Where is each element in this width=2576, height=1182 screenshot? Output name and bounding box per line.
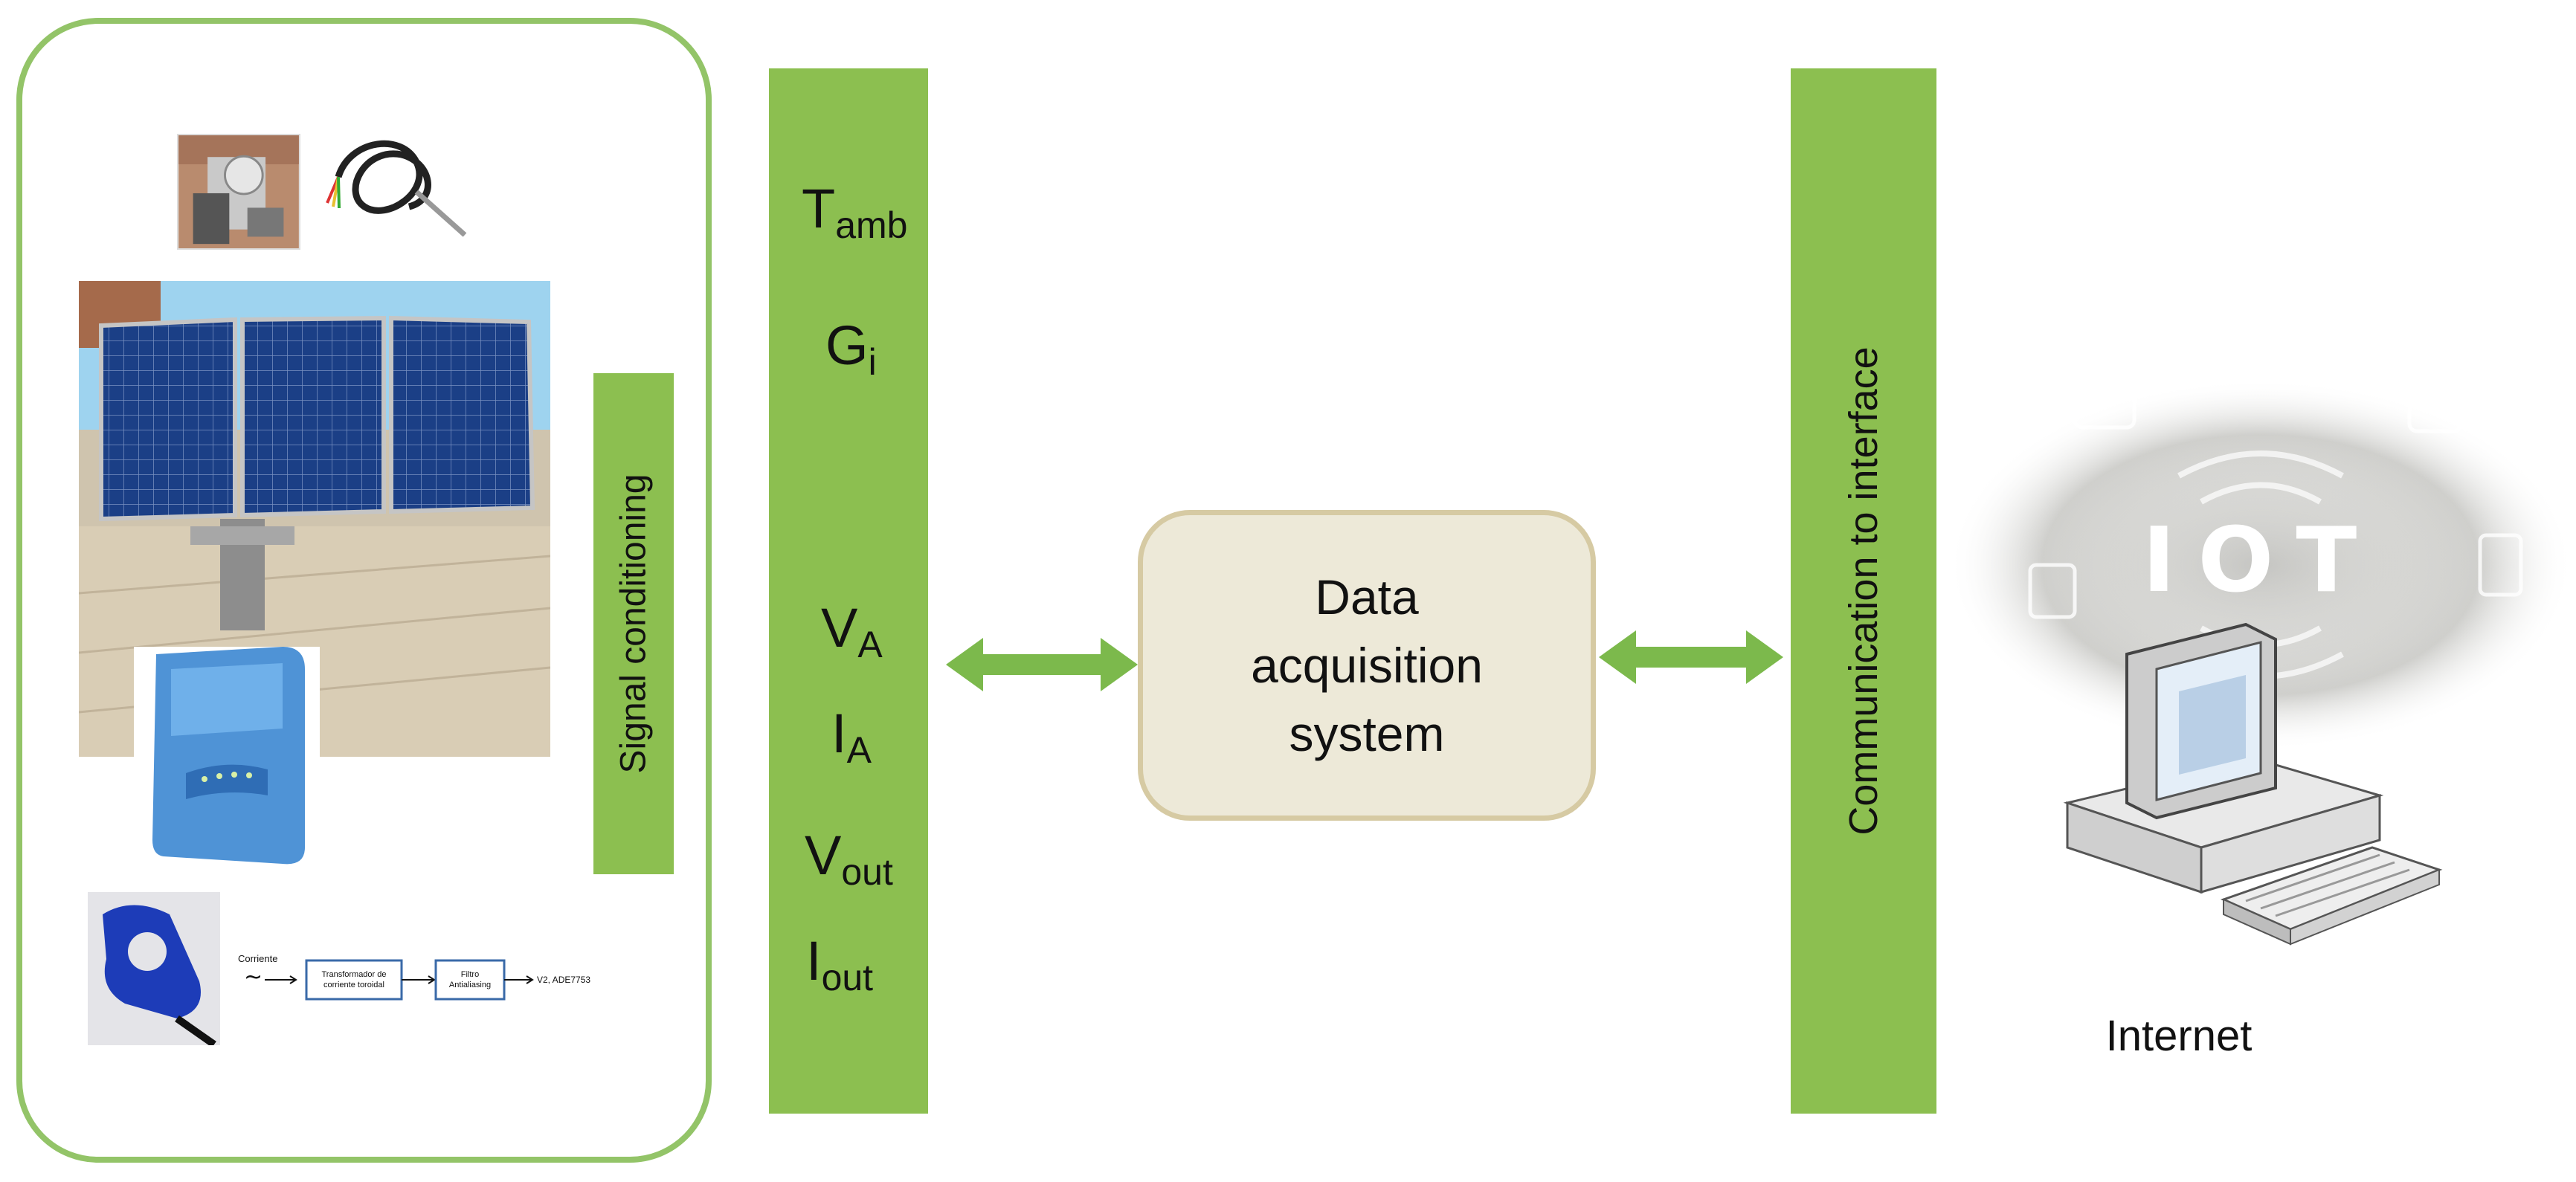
variable-v-a: VA xyxy=(821,597,883,665)
svg-text:Antialiasing: Antialiasing xyxy=(449,981,491,989)
phone-icon xyxy=(2478,533,2523,597)
svg-text:corriente toroidal: corriente toroidal xyxy=(323,981,384,989)
temperature-probe-photo xyxy=(326,140,467,237)
corriente-label: Corriente xyxy=(238,953,277,964)
variable-v-out: Vout xyxy=(805,824,893,893)
iot-cloud-illustration: IOT xyxy=(1948,379,2573,946)
measured-variables-bar xyxy=(769,68,928,1114)
bidirectional-arrow-variables-daq xyxy=(946,638,1138,691)
ac-symbol: ~ xyxy=(244,964,263,990)
communication-label: Communication to interface xyxy=(1841,346,1886,836)
signal-conditioning-label: Signal conditioning xyxy=(614,474,654,774)
antialiasing-filter-block xyxy=(434,959,506,1001)
data-acquisition-system-label: Data acquisition system xyxy=(1251,569,1483,761)
svg-text:Transformador de: Transformador de xyxy=(321,970,386,979)
variable-i-a: IA xyxy=(831,703,872,771)
bidirectional-arrow-daq-communication xyxy=(1599,630,1783,684)
inverter-photo xyxy=(134,647,320,870)
current-clamp-photo xyxy=(88,892,220,1045)
current-measurement-block-diagram: Corriente ~ Transformador de corriente t… xyxy=(238,953,590,1001)
device-icon xyxy=(2028,563,2077,619)
svg-text:Filtro: Filtro xyxy=(461,970,479,979)
signal-conditioning-bar: Signal conditioning xyxy=(593,373,674,874)
iot-text: IOT xyxy=(2142,509,2380,613)
internet-label: Internet xyxy=(2105,1012,2253,1060)
toroidal-transformer-block xyxy=(305,959,403,1001)
field-equipment-panel xyxy=(16,18,712,1163)
variable-i-out: Iout xyxy=(806,930,874,998)
adc-output-label: V2, ADE7753 xyxy=(537,975,590,985)
communication-bar: Communication to interface xyxy=(1791,68,1936,1114)
variable-g-i: Gi xyxy=(825,314,877,383)
pyranometer-photo xyxy=(177,134,300,250)
variable-t-amb: Tamb xyxy=(802,178,908,246)
appliance-icon xyxy=(2407,384,2464,433)
camera-icon xyxy=(2073,384,2137,430)
data-acquisition-system-box: Data acquisition system xyxy=(1138,510,1596,821)
computer-icon xyxy=(2063,622,2443,946)
